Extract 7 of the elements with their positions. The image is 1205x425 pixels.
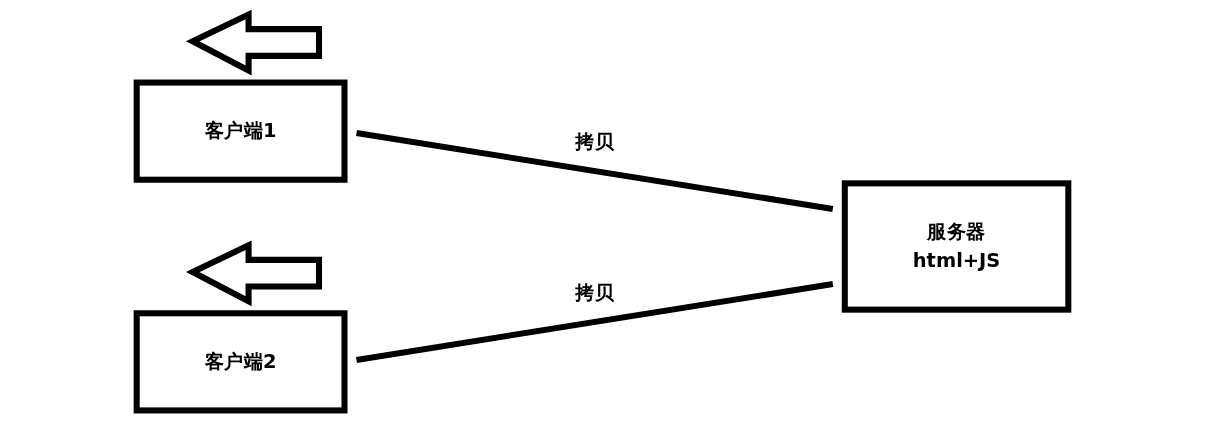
edge-label: 拷贝 xyxy=(575,279,615,306)
node-box: 客户端1 xyxy=(133,79,348,183)
connector-line xyxy=(356,130,834,212)
connector-line xyxy=(356,281,834,363)
node-box: 服务器 html+JS xyxy=(841,180,1072,313)
node-box: 客户端2 xyxy=(133,310,348,414)
edge-label: 拷贝 xyxy=(575,128,615,155)
